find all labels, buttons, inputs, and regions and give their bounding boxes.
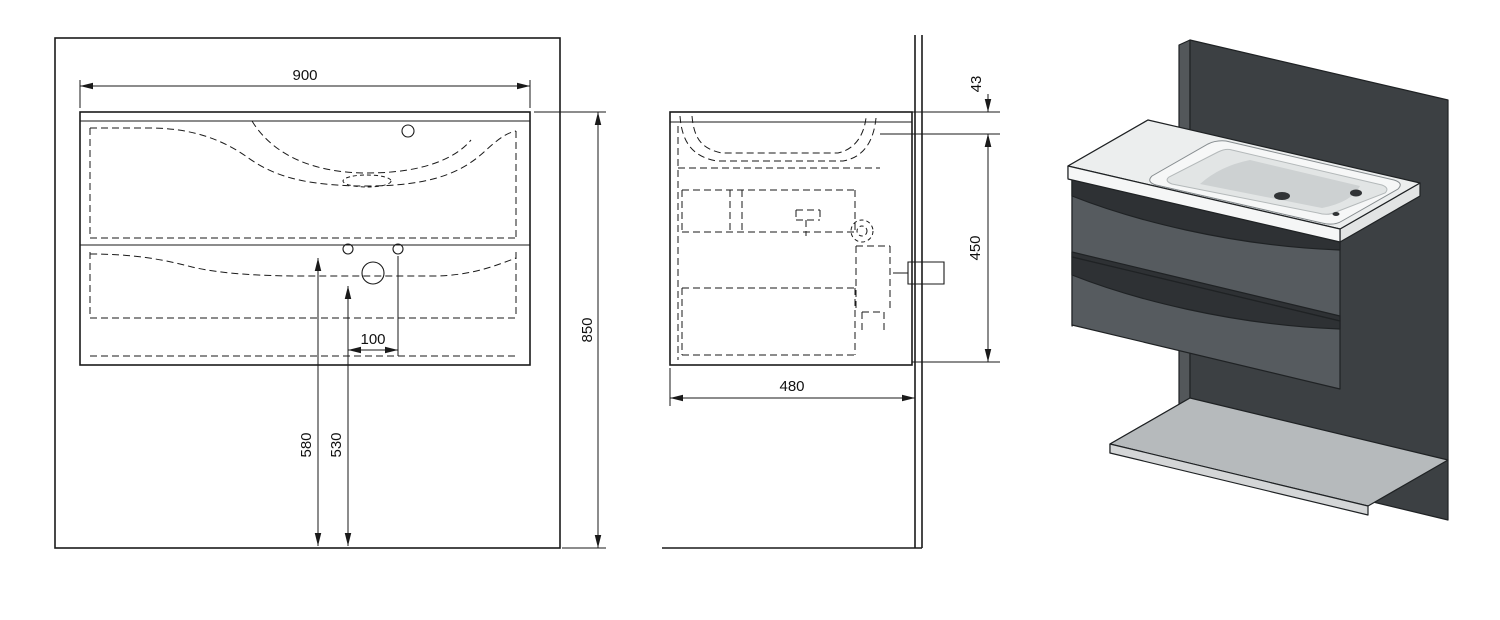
side-trap-circle-inner (856, 225, 868, 237)
dim-850: 850 (534, 111, 606, 549)
dim-480-label: 480 (779, 378, 804, 395)
dim-900-label: 900 (292, 67, 317, 84)
counter-front-edge (1067, 165, 1341, 243)
side-cabinet-outline (669, 111, 913, 366)
dim-450: 450 (912, 134, 1000, 363)
dim-580-label: 580 (298, 432, 315, 457)
dim-43: 43 (880, 76, 1000, 152)
side-trap-circle-outer (850, 219, 874, 243)
dim-900: 900 (79, 67, 531, 108)
side-waste-outlet (893, 261, 945, 285)
dim-43-extension-lines (880, 111, 1000, 135)
dim-480: 480 (669, 368, 915, 406)
washbasin-bowl-shading (1200, 160, 1360, 208)
side-hidden-lines (677, 115, 891, 360)
front-cabinet-outline (79, 111, 531, 366)
front-basin-overflow-oval (342, 174, 392, 188)
drain-hole (1274, 192, 1290, 200)
front-hidden-drawer-lines (89, 120, 517, 357)
dim-100: 100 (348, 256, 399, 356)
front-view-drawing: 900 850 580 530 100 (54, 37, 606, 549)
front-faucet-hole (401, 124, 415, 138)
side-view-drawing: 43 450 480 (662, 35, 1000, 549)
isometric-view-drawing (1067, 39, 1449, 521)
dim-580: 580 (298, 258, 322, 546)
front-back-panel (54, 37, 561, 549)
dim-530: 530 (328, 286, 352, 546)
handle-groove-bottom (1071, 256, 1341, 330)
dim-900-extension-lines (79, 80, 531, 108)
dim-850-extension-lines (534, 111, 606, 549)
dim-43-label: 43 (968, 76, 985, 93)
dim-850-label: 850 (579, 317, 596, 342)
front-counter-and-divider-lines (80, 120, 530, 246)
front-drain-hole-left (342, 243, 354, 255)
faucet-hole (1350, 189, 1362, 197)
dim-450-label: 450 (967, 235, 984, 260)
dim-530-label: 530 (328, 432, 345, 457)
bottom-shelf-front-edge (1109, 443, 1369, 516)
side-wall-and-floor (662, 35, 923, 549)
front-siphon-circle (361, 261, 385, 285)
dim-100-label: 100 (360, 331, 385, 348)
front-drain-hole-right (392, 243, 404, 255)
overflow-mark (1332, 212, 1340, 216)
